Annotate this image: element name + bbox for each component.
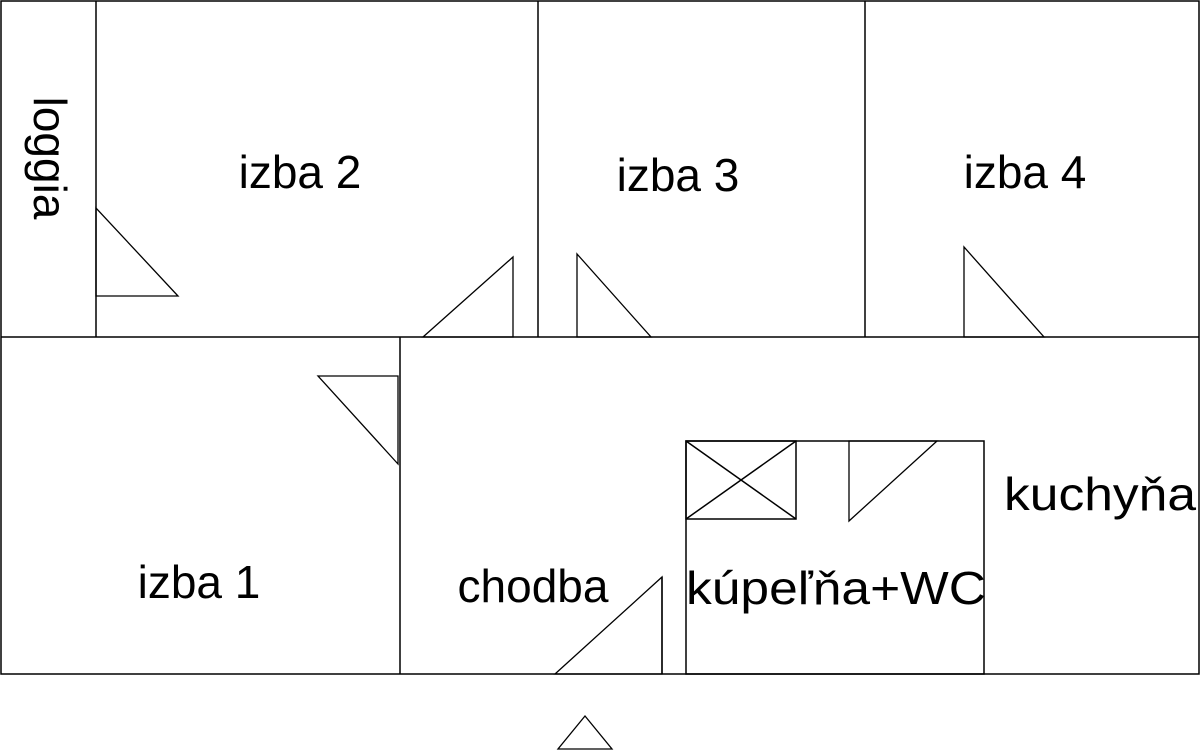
triangle-entrance-icon: [556, 714, 614, 750]
room-label-loggia: loggia: [24, 97, 76, 220]
door-swing-icon: [553, 575, 663, 675]
room-label-kupelna-wc: kúpeľňa+WC: [686, 562, 986, 614]
room-label-izba-2: izba 2: [239, 146, 362, 198]
door-swing-icon: [576, 252, 653, 338]
bathroom-walls: [685, 440, 985, 675]
door-swing-icon: [316, 375, 399, 466]
room-labels: loggia izba 2 izba 3 izba 4 izba 1 chodb…: [24, 97, 1197, 614]
room-label-kuchyna: kuchyňa: [1004, 468, 1196, 520]
door-swing-icon: [421, 255, 514, 338]
room-label-izba-4: izba 4: [964, 146, 1087, 198]
door-swing-icon: [95, 206, 180, 297]
room-label-izba-3: izba 3: [617, 149, 740, 201]
door-swing-icon: [848, 440, 939, 523]
room-label-izba-1: izba 1: [138, 556, 261, 608]
room-label-chodba: chodba: [458, 560, 609, 612]
door-swing-icon: [963, 245, 1046, 338]
shaft-cross-b: [685, 440, 797, 520]
shaft-box: [685, 440, 797, 520]
doors: [95, 206, 1046, 675]
crossed-box-icon: [685, 440, 797, 520]
